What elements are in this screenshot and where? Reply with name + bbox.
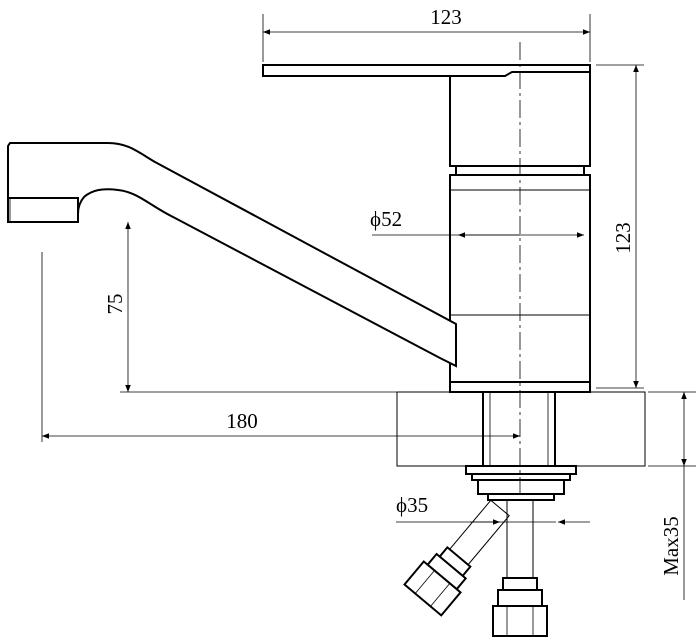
dim-top-width: 123 xyxy=(262,5,591,62)
diameter-symbol: ϕ xyxy=(396,493,407,517)
diameter-symbol: ϕ xyxy=(370,207,381,231)
flexible-hose-left xyxy=(403,499,510,617)
dim-spout-height: 75 xyxy=(103,222,397,393)
body-diameter-value: 52 xyxy=(381,207,402,231)
dim-hole-diameter: ϕ35 xyxy=(396,493,590,525)
dim-body-diameter: ϕ52 xyxy=(370,207,584,238)
spout xyxy=(7,142,457,368)
mounting-shank xyxy=(465,391,577,501)
lever-handle xyxy=(262,64,591,77)
label-spout-height: 75 xyxy=(103,294,127,315)
label-body-diameter: ϕ52 xyxy=(370,207,402,231)
label-top-width: 123 xyxy=(430,5,462,29)
label-max-thickness: Max35 xyxy=(659,516,683,576)
label-hole-diameter: ϕ35 xyxy=(396,493,428,517)
flexible-hose-right xyxy=(492,499,548,637)
dim-spout-reach: 180 xyxy=(41,252,520,442)
dim-max-thickness: Max35 xyxy=(648,391,696,600)
label-spout-reach: 180 xyxy=(226,409,258,433)
label-body-height: 123 xyxy=(611,222,635,254)
dim-body-height: 123 xyxy=(596,64,644,389)
hole-diameter-value: 35 xyxy=(407,493,428,517)
